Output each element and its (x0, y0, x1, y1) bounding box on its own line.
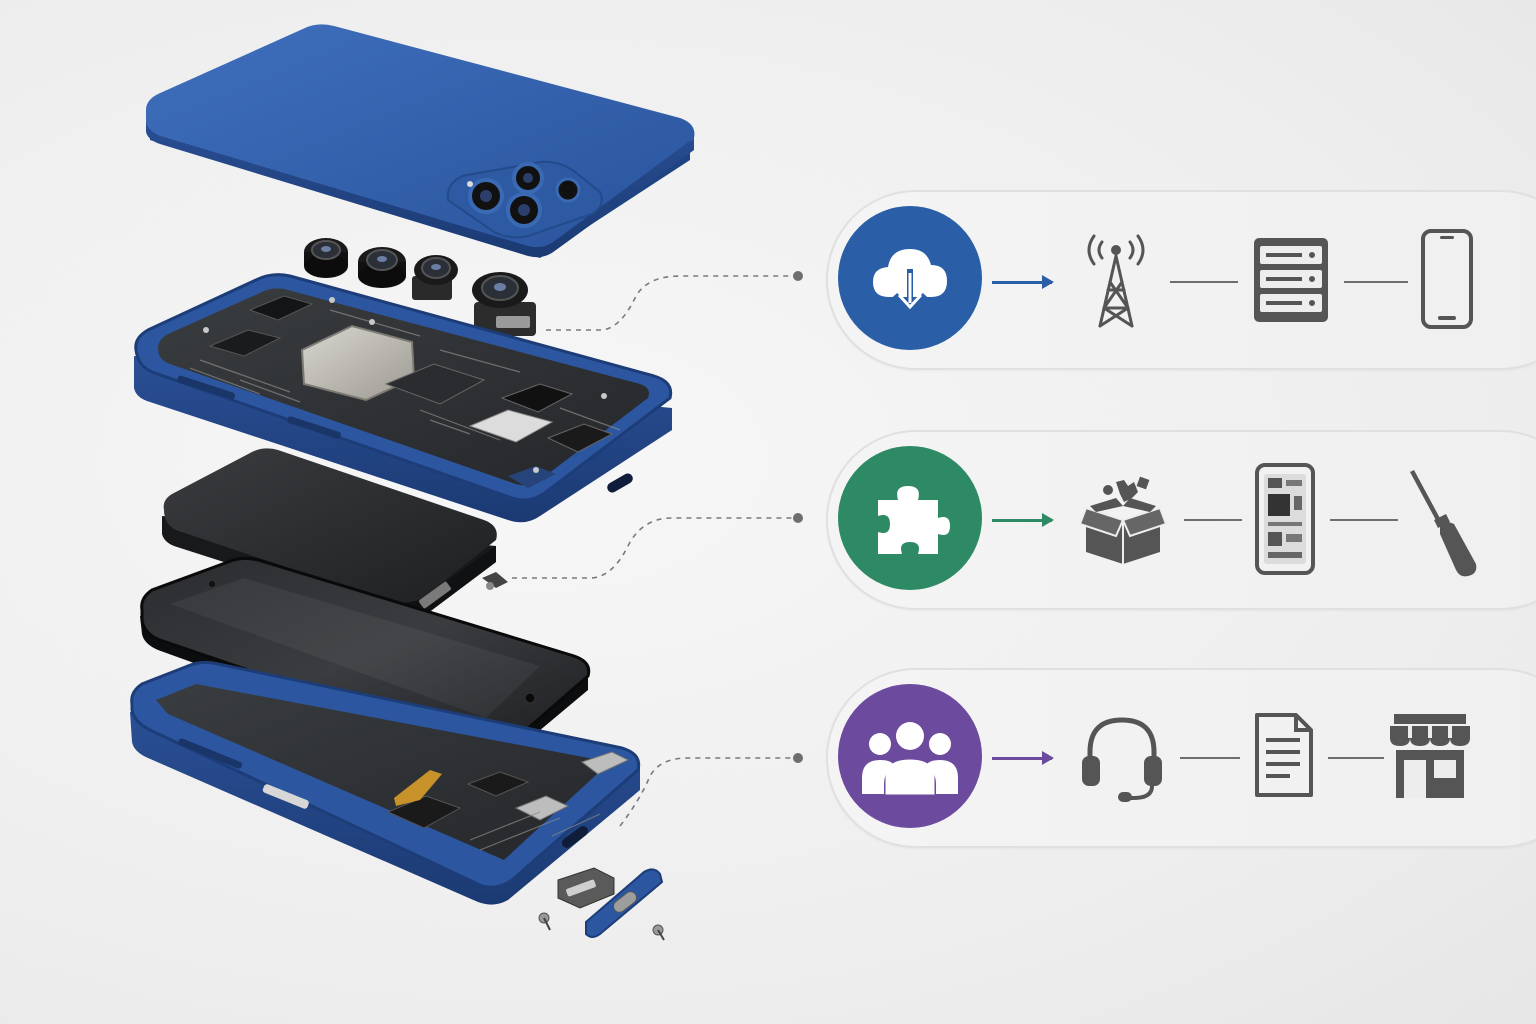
row1-link-2 (1344, 281, 1408, 283)
row3-link-2 (1328, 757, 1384, 759)
connector-dots (793, 271, 803, 763)
smartphone-icon (1420, 228, 1474, 330)
cell-tower-icon (1078, 228, 1154, 332)
phone-internals-icon (1254, 462, 1316, 576)
parts-box-icon (1076, 472, 1170, 566)
row2-link-2 (1330, 519, 1398, 521)
row3-main-circle (838, 684, 982, 828)
storefront-icon (1388, 712, 1472, 800)
back-cover (146, 24, 695, 258)
row3-link-1 (1180, 757, 1240, 759)
document-icon (1254, 712, 1314, 798)
row2-link-1 (1184, 519, 1242, 521)
battery (162, 448, 508, 622)
lower-frame (130, 660, 641, 905)
server-rack-icon (1252, 236, 1330, 324)
headset-icon (1080, 712, 1164, 804)
puzzle-piece-icon (878, 486, 950, 554)
user-group-icon (862, 722, 958, 798)
row2-arrow (992, 513, 1054, 527)
cloud-download-icon (873, 249, 947, 316)
usb-c-port (538, 867, 665, 941)
camera-modules (304, 238, 536, 336)
screwdriver-icon (1402, 466, 1482, 578)
connector-lines (512, 275, 796, 827)
row1-arrow (992, 275, 1054, 289)
row1-main-circle (838, 206, 982, 350)
logic-board-frame (134, 273, 673, 523)
row3-arrow (992, 751, 1054, 765)
row1-link-1 (1170, 281, 1238, 283)
row2-main-circle (838, 446, 982, 590)
